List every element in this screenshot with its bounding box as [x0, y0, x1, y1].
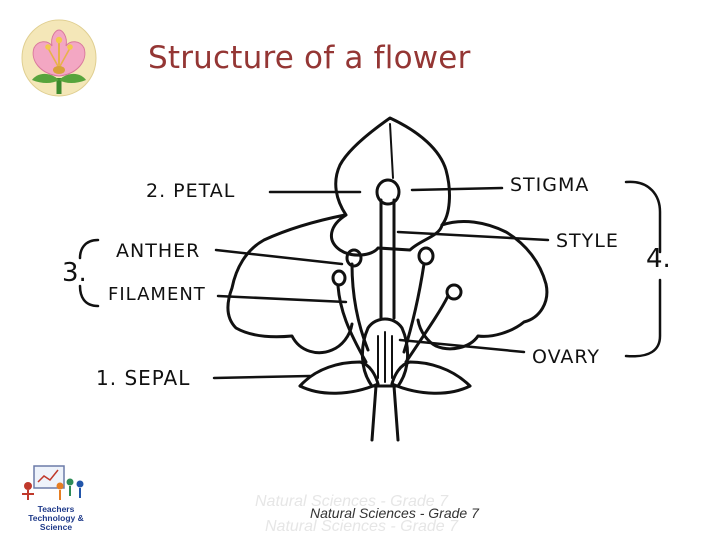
footer-ghost-top: Natural Sciences - Grade 7 [255, 493, 448, 510]
anther-1 [345, 248, 363, 268]
bracket-pistil [624, 180, 662, 358]
flower-logo-icon [21, 19, 97, 97]
bracket-stamen [78, 238, 100, 308]
leader-stigma [410, 186, 504, 192]
footer-text: Natural Sciences - Grade 7 [310, 505, 479, 521]
anther-2 [331, 269, 347, 287]
slide-title: Structure of a flower [148, 40, 471, 76]
petal-right [416, 219, 549, 351]
leader-anther [214, 248, 344, 266]
style [379, 198, 396, 320]
label-group-stamen: 3. [62, 258, 87, 288]
teachers-logo-line1: Teachers [37, 504, 75, 514]
label-sepal: 1. SEPAL [96, 366, 191, 390]
anther-3 [417, 246, 435, 266]
stem [370, 384, 400, 442]
label-anther: ANTHER [116, 240, 201, 262]
label-ovary: OVARY [532, 346, 600, 368]
stigma [375, 178, 401, 206]
leader-sepal [212, 374, 312, 380]
filament-2 [336, 284, 368, 364]
teachers-logo-icon [22, 465, 84, 500]
label-group-pistil: 4. [646, 244, 671, 274]
label-petal: 2. PETAL [146, 180, 236, 202]
teachers-logo-line2: Technology & Science [28, 513, 84, 532]
petal-top [330, 116, 451, 257]
anther-4 [445, 283, 463, 301]
label-style: STYLE [556, 230, 619, 252]
petal-left [226, 213, 354, 355]
filament-1 [350, 262, 370, 352]
label-stigma: STIGMA [510, 174, 590, 196]
leader-filament [216, 294, 348, 304]
filament-4 [404, 294, 450, 364]
leader-style [396, 230, 550, 242]
leader-ovary [398, 338, 526, 354]
filament-3 [402, 262, 426, 354]
footer-ghost-bottom: Natural Sciences - Grade 7 [265, 518, 458, 535]
teachers-logo-text: Teachers Technology & Science [16, 505, 96, 532]
sepal [298, 360, 472, 388]
label-filament: FILAMENT [108, 284, 206, 305]
